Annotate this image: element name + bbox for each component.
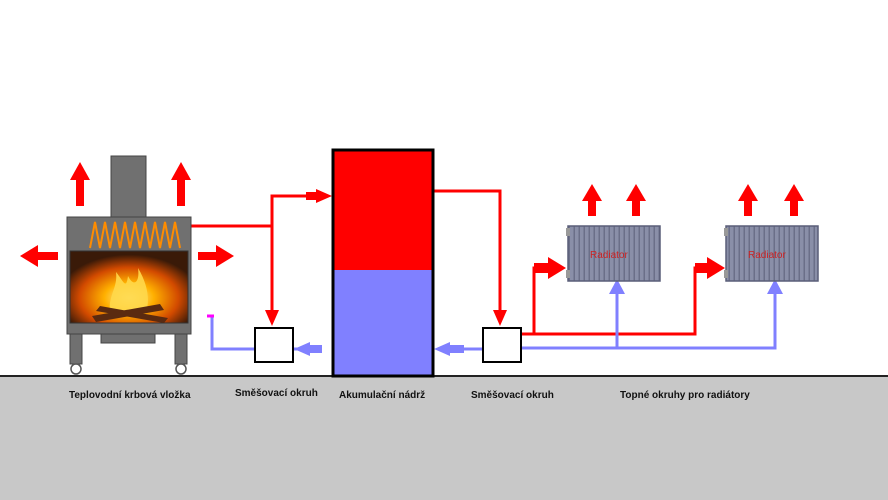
label-mixing-right: Směšovací okruh xyxy=(471,390,554,401)
arrow-rad2-return xyxy=(767,279,783,294)
arrow-rad1-in-shaft xyxy=(534,263,550,273)
radiator-2-label: Radiator xyxy=(748,250,786,261)
label-fireplace: Teplovodní krbová vložka xyxy=(69,390,191,401)
mixing-valve-right xyxy=(482,327,522,363)
label-radiator-circuits: Topné okruhy pro radiátory xyxy=(620,390,750,401)
wheel-right xyxy=(175,363,187,375)
accumulation-tank xyxy=(331,148,435,378)
arrow-rad1-in xyxy=(548,257,566,279)
leg-right xyxy=(174,333,188,365)
radiator-2: Radiator xyxy=(724,225,819,282)
tank-hot-zone xyxy=(333,150,433,270)
radiator-1: Radiator xyxy=(566,225,661,282)
mixing-valve-left xyxy=(254,327,294,363)
heating-coil xyxy=(89,221,181,249)
arrow-rad2-in-shaft xyxy=(695,263,709,273)
arrow-into-tank-hot xyxy=(316,189,332,203)
label-mixing-left: Směšovací okruh xyxy=(235,388,318,399)
chimney xyxy=(110,155,147,219)
arrow-left-cold-tank-shaft xyxy=(308,345,322,353)
logs xyxy=(92,304,168,323)
arrow-down-right-mixer xyxy=(493,310,507,326)
tank-outline xyxy=(331,148,435,378)
radiator-1-label: Radiator xyxy=(590,250,628,261)
radiator-heat-arrows xyxy=(582,184,804,216)
arrow-into-tank-hot-shaft xyxy=(306,192,318,200)
fireplace-base xyxy=(100,333,156,344)
wheel-left xyxy=(70,363,82,375)
arrow-left-cold-right xyxy=(434,342,450,356)
label-tank: Akumulační nádrž xyxy=(339,390,425,401)
arrow-down-left-mixer xyxy=(265,310,279,326)
arrow-left-cold-tank xyxy=(294,342,310,356)
flames xyxy=(109,268,148,312)
arrow-rad1-return xyxy=(609,279,625,294)
fireplace xyxy=(66,155,192,375)
arrow-left-cold-right-shaft xyxy=(448,345,464,353)
ground xyxy=(0,376,888,500)
arrow-rad2-in xyxy=(707,257,725,279)
tank-cold-zone xyxy=(333,270,433,376)
fireplace-heat-arrows xyxy=(20,162,234,267)
leg-left xyxy=(69,333,83,365)
